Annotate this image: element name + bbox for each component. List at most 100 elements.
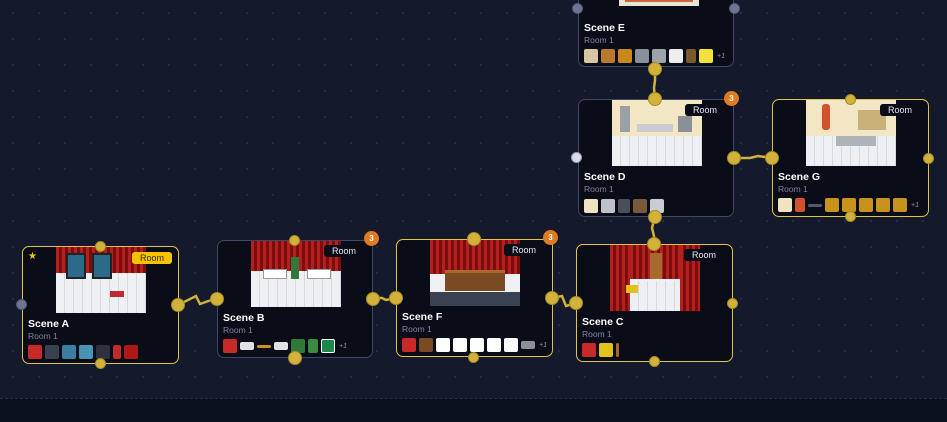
- input-port[interactable]: [16, 299, 27, 310]
- paper-item[interactable]: [470, 338, 484, 352]
- room-tag: Room: [503, 244, 544, 256]
- box-item[interactable]: [584, 49, 598, 63]
- curtain-item[interactable]: [402, 338, 416, 352]
- curtain-item[interactable]: [28, 345, 42, 359]
- scene-node-f[interactable]: Room Scene F Room 1 +1: [396, 239, 553, 357]
- paper-item[interactable]: [436, 338, 450, 352]
- crate-item[interactable]: [601, 49, 615, 63]
- paper-item[interactable]: [487, 338, 501, 352]
- top-port[interactable]: [648, 92, 662, 106]
- extinguisher-item[interactable]: [113, 345, 121, 359]
- plant-item[interactable]: [308, 339, 318, 353]
- curtain-item[interactable]: [223, 339, 237, 353]
- bottom-port[interactable]: [648, 210, 662, 224]
- output-port[interactable]: [545, 291, 559, 305]
- item-strip: +1: [402, 338, 547, 352]
- star-icon: ★: [28, 251, 37, 262]
- rod-item[interactable]: [616, 343, 619, 357]
- more-items-count[interactable]: +1: [911, 201, 919, 209]
- rail-item[interactable]: [808, 203, 822, 207]
- bottom-port[interactable]: [95, 358, 106, 369]
- counter-item[interactable]: [584, 199, 598, 213]
- speaker-item[interactable]: [96, 345, 110, 359]
- top-port[interactable]: [647, 237, 661, 251]
- scene-thumbnail: [56, 247, 146, 313]
- button-item[interactable]: [893, 198, 907, 212]
- top-port[interactable]: [95, 241, 106, 252]
- u-block-item[interactable]: [633, 199, 647, 213]
- button-item[interactable]: [825, 198, 839, 212]
- note-item[interactable]: [669, 49, 683, 63]
- bottom-port[interactable]: [649, 356, 660, 367]
- scene-node-c[interactable]: Room Scene C Room 1: [576, 244, 733, 362]
- top-port[interactable]: [845, 94, 856, 105]
- top-port[interactable]: [289, 235, 300, 246]
- input-port[interactable]: [569, 296, 583, 310]
- more-items-count[interactable]: +1: [539, 341, 547, 349]
- scene-thumbnail: [619, 0, 699, 6]
- notification-badge: 3: [724, 91, 739, 106]
- cart-item[interactable]: [599, 343, 613, 357]
- chair-item[interactable]: [686, 49, 696, 63]
- input-port[interactable]: [765, 151, 779, 165]
- scene-subtitle: Room 1: [584, 35, 614, 45]
- bottom-port[interactable]: [468, 352, 479, 363]
- curtain-item[interactable]: [582, 343, 596, 357]
- blood-splat-item[interactable]: [124, 345, 138, 359]
- window-item[interactable]: [79, 345, 93, 359]
- fire-hydrant-item[interactable]: [795, 198, 805, 212]
- input-port[interactable]: [210, 292, 224, 306]
- button-item[interactable]: [842, 198, 856, 212]
- scene-subtitle: Room 1: [582, 329, 612, 339]
- desk-item[interactable]: [419, 338, 433, 352]
- table-item[interactable]: [274, 342, 288, 350]
- scene-node-a[interactable]: ★ Room Scene A Room 1: [22, 246, 179, 364]
- sofa-item[interactable]: [45, 345, 59, 359]
- scene-node-e[interactable]: Scene E Room 1 +1: [578, 0, 734, 67]
- scene-node-d[interactable]: Room Scene D Room 1: [578, 99, 734, 217]
- sign-item[interactable]: [699, 49, 713, 63]
- item-strip: [582, 343, 619, 357]
- input-port[interactable]: [389, 291, 403, 305]
- output-port[interactable]: [366, 292, 380, 306]
- input-port[interactable]: [572, 3, 583, 14]
- notification-badge: 3: [543, 230, 558, 245]
- exit-sign-item[interactable]: [321, 339, 335, 353]
- crate-item[interactable]: [618, 49, 632, 63]
- laptop-item[interactable]: [521, 341, 535, 349]
- counter-item[interactable]: [778, 198, 792, 212]
- more-items-count[interactable]: +1: [717, 52, 725, 60]
- output-port[interactable]: [171, 298, 185, 312]
- bottom-port[interactable]: [845, 211, 856, 222]
- scene-node-g[interactable]: Room Scene G Room 1 +1: [772, 99, 929, 217]
- tv-item[interactable]: [62, 345, 76, 359]
- cabinet-item[interactable]: [650, 199, 664, 213]
- output-port[interactable]: [923, 153, 934, 164]
- cabinet-item[interactable]: [635, 49, 649, 63]
- scene-title: Scene A: [28, 318, 70, 330]
- bottom-port[interactable]: [288, 351, 302, 365]
- cake-item[interactable]: [257, 344, 271, 348]
- paper-item[interactable]: [504, 338, 518, 352]
- scene-node-b[interactable]: Room Scene B Room 1 +1: [217, 240, 373, 358]
- output-port[interactable]: [727, 151, 741, 165]
- output-port[interactable]: [729, 3, 740, 14]
- scene-thumbnail: [251, 241, 341, 307]
- more-items-count[interactable]: +1: [339, 342, 347, 350]
- output-port[interactable]: [727, 298, 738, 309]
- edge-a-b[interactable]: [177, 294, 218, 307]
- cabinet-item[interactable]: [652, 49, 666, 63]
- bottom-port[interactable]: [648, 62, 662, 76]
- scene-subtitle: Room 1: [778, 184, 808, 194]
- plant-item[interactable]: [291, 339, 305, 353]
- start-tag: Room: [131, 252, 172, 264]
- button-item[interactable]: [859, 198, 873, 212]
- button-item[interactable]: [876, 198, 890, 212]
- top-port[interactable]: [467, 232, 481, 246]
- fridge-item[interactable]: [601, 199, 615, 213]
- shelf-item[interactable]: [618, 199, 630, 213]
- room-tag: Room: [879, 104, 920, 116]
- input-port[interactable]: [571, 152, 582, 163]
- paper-item[interactable]: [453, 338, 467, 352]
- table-item[interactable]: [240, 342, 254, 350]
